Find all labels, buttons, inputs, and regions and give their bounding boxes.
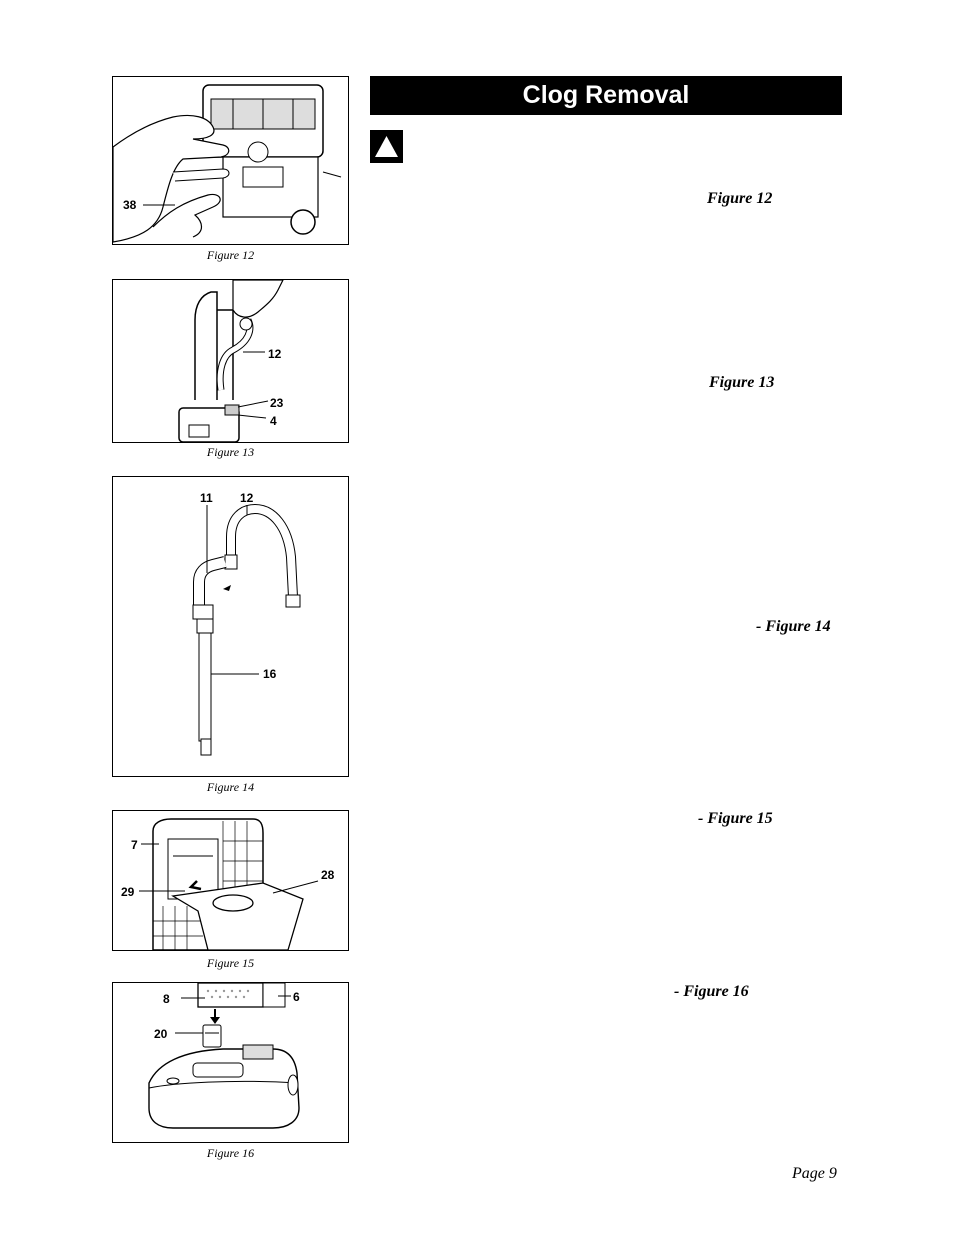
figure-12-caption: Figure 12 — [206, 248, 255, 262]
figure-12-illustration: 38 — [112, 76, 349, 245]
figure-13-reference: Figure 13 — [709, 374, 775, 391]
page-number: Page 9 — [792, 1165, 837, 1182]
figure-12-callout-38: 38 — [123, 198, 137, 212]
figure-14-callout-16: 16 — [263, 667, 277, 681]
figure-15-caption: Figure 15 — [206, 956, 255, 970]
figure-13-caption: Figure 13 — [206, 445, 255, 459]
figure-16-callout-6: 6 — [293, 990, 300, 1004]
figure-16-callout-20: 20 — [154, 1027, 168, 1041]
figure-15-reference: - Figure 15 — [698, 810, 773, 827]
figure-13-callout-4: 4 — [270, 414, 277, 428]
figure-16-illustration: 8 6 20 — [112, 982, 349, 1143]
figure-15-illustration: 7 29 28 — [112, 810, 349, 951]
section-title: Clog Removal — [370, 76, 842, 115]
figure-12-reference: Figure 12 — [707, 190, 773, 207]
warning-icon — [370, 130, 403, 163]
figure-14-callout-12: 12 — [240, 491, 254, 505]
figure-15-callout-28: 28 — [321, 868, 335, 882]
figure-13-illustration: 12 23 4 — [112, 279, 349, 443]
figure-15-callout-29: 29 — [121, 885, 135, 899]
figure-16-reference: - Figure 16 — [674, 983, 749, 1000]
figure-15-callout-7: 7 — [131, 838, 138, 852]
figure-14-illustration: 11 12 16 — [112, 476, 349, 777]
figure-14-caption: Figure 14 — [206, 780, 255, 794]
figure-13-callout-23: 23 — [270, 396, 284, 410]
figure-13-callout-12: 12 — [268, 347, 282, 361]
figure-14-reference: - Figure 14 — [756, 618, 831, 635]
figure-16-callout-8: 8 — [163, 992, 170, 1006]
figure-16-caption: Figure 16 — [206, 1146, 255, 1160]
figure-14-callout-11: 11 — [200, 491, 213, 505]
